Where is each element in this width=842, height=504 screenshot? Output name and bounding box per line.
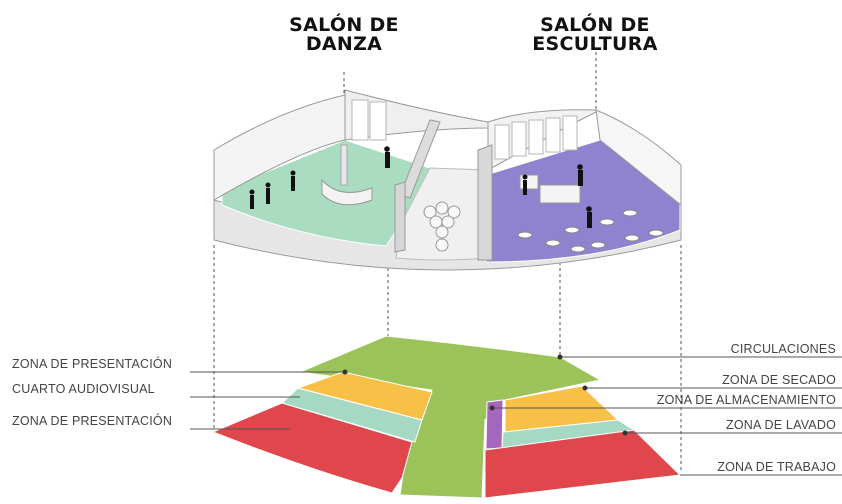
title-escultura-line2: ESCULTURA — [532, 33, 658, 55]
label-cuarto-audiovisual: CUARTO AUDIOVISUAL — [12, 382, 155, 396]
title-danza-line2: DANZA — [305, 33, 383, 55]
label-zona-presentacion-top: ZONA DE PRESENTACIÓN — [12, 357, 173, 371]
leader-lines — [190, 356, 842, 476]
title-salon-escultura: SALÓN DE ESCULTURA — [520, 16, 670, 54]
zone-storage — [485, 399, 504, 450]
zone-presentation-left — [211, 402, 413, 494]
label-circulaciones: CIRCULACIONES — [730, 342, 836, 356]
leader-dots — [342, 354, 628, 436]
title-salon-danza: SALÓN DE DANZA — [284, 16, 404, 54]
label-zona-lavado: ZONA DE LAVADO — [725, 418, 836, 432]
label-zona-almacenamiento: ZONA DE ALMACENAMIENTO — [656, 393, 836, 407]
label-zona-presentacion-bottom: ZONA DE PRESENTACIÓN — [12, 414, 173, 428]
title-danza-line1: SALÓN DE — [289, 14, 399, 36]
zone-plan — [211, 335, 682, 499]
axonometric-model — [213, 89, 682, 271]
zone-secondary-left — [296, 371, 433, 421]
sculpture-floor — [485, 139, 681, 263]
label-zona-secado: ZONA DE SECADO — [722, 373, 836, 387]
zone-circulation — [298, 335, 602, 499]
title-escultura-line1: SALÓN DE — [540, 14, 650, 36]
label-zona-trabajo: ZONA DE TRABAJO — [717, 460, 836, 474]
